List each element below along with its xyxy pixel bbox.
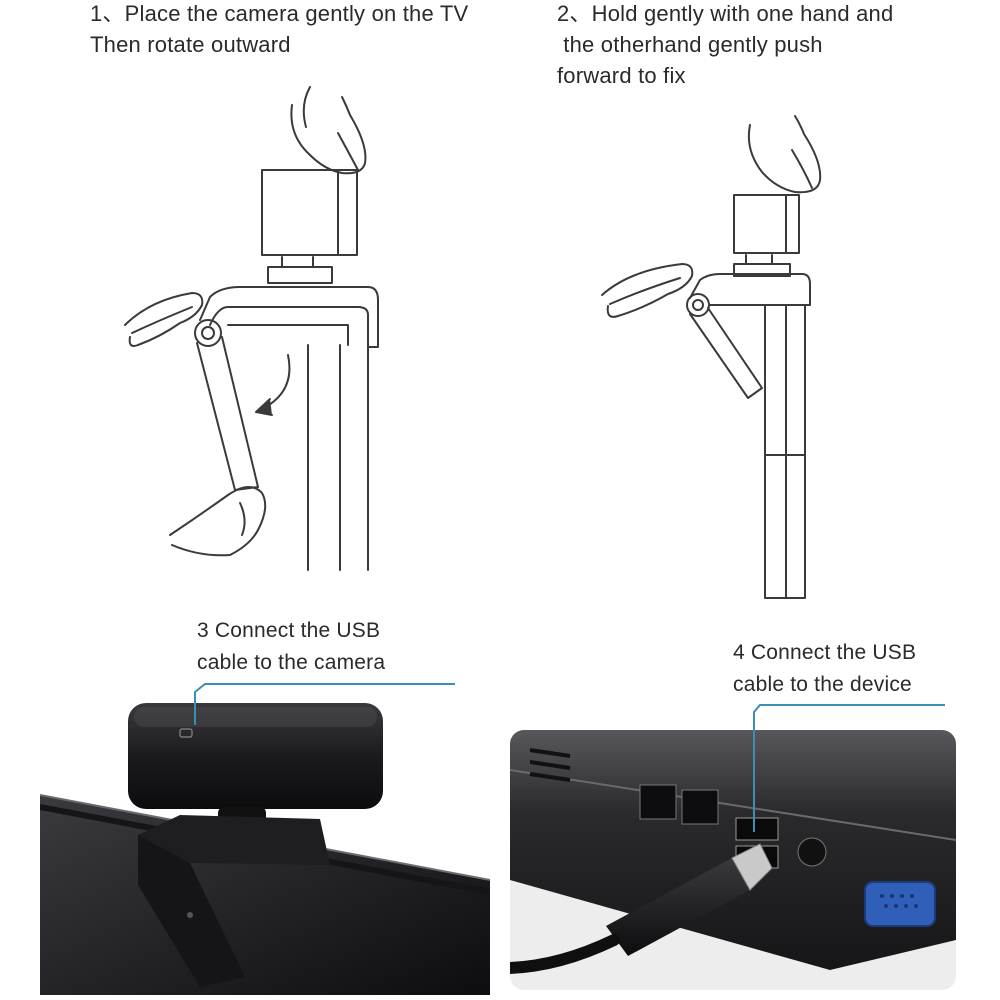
step-3-caption: 3 Connect the USB cable to the camera — [197, 615, 385, 679]
usb-plug — [606, 858, 750, 956]
top-clamp — [199, 286, 379, 348]
usb-plug-metal — [731, 843, 773, 891]
hand-left — [124, 292, 204, 347]
hand-left-finger — [131, 306, 193, 334]
arrow-head — [255, 398, 273, 416]
hand-top — [747, 115, 822, 194]
tv-edge — [307, 344, 369, 571]
usb-cable — [510, 934, 620, 974]
vga-port — [864, 881, 936, 927]
hinge-pin — [201, 326, 215, 340]
step-4-caption: 4 Connect the USB cable to the device — [733, 637, 916, 701]
audio-jack — [797, 837, 827, 867]
hand-left-finger — [609, 277, 681, 305]
step-1-line-1: 1、Place the camera gently on the TV — [90, 1, 469, 26]
hand-top-finger — [302, 86, 311, 128]
clip-screw — [187, 912, 193, 918]
ethernet-port-2 — [681, 789, 719, 825]
step-2-illustration — [601, 115, 822, 599]
hand-bottom — [169, 486, 267, 557]
hand-left — [601, 263, 694, 318]
step-2-line-1: 2、Hold gently with one hand and — [557, 1, 894, 26]
step-4-line-1: 4 Connect the USB — [733, 641, 917, 664]
camera-block — [733, 194, 800, 254]
usb-port-1 — [735, 817, 779, 841]
curved-arrow-icon — [259, 354, 291, 411]
step-4-line-2: cable to the device — [733, 673, 912, 696]
step-1-caption: 1、Place the camera gently on the TV Then… — [90, 0, 468, 60]
hinge — [686, 293, 710, 317]
step-2-line-3: forward to fix — [557, 63, 686, 88]
hand-bottom-nail — [239, 502, 246, 536]
clip-top — [138, 815, 330, 865]
vent-grille — [529, 748, 571, 782]
webcam-highlight — [134, 707, 377, 727]
vga-pins — [880, 894, 918, 908]
tv-edge-detail — [764, 304, 806, 599]
hand-top-nail — [337, 132, 359, 171]
hinge — [194, 319, 222, 347]
camera-block — [261, 169, 358, 256]
clip-leg — [689, 307, 763, 399]
hand-top — [290, 96, 367, 175]
step-3-line-1: 3 Connect the USB — [197, 619, 381, 642]
ethernet-port-1 — [639, 784, 677, 820]
top-clamp — [689, 273, 811, 306]
step-1-illustration — [124, 86, 379, 571]
hand-top-nail — [791, 149, 813, 189]
laptop-ports-photo — [510, 730, 956, 990]
clip-leg — [138, 835, 245, 987]
step-2-caption: 2、Hold gently with one hand and the othe… — [557, 0, 893, 91]
indicator-light — [179, 728, 193, 738]
swivel-joint — [267, 256, 333, 284]
webcam-mounted-photo — [40, 703, 490, 995]
step-1-line-2: Then rotate outward — [90, 32, 291, 57]
clamp-inner — [227, 324, 349, 346]
step-2-line-2: the otherhand gently push — [557, 32, 823, 57]
hinge-pin — [692, 299, 704, 311]
step-3-line-2: cable to the camera — [197, 651, 386, 674]
clip-leg — [196, 336, 259, 491]
swivel-joint — [733, 254, 791, 277]
